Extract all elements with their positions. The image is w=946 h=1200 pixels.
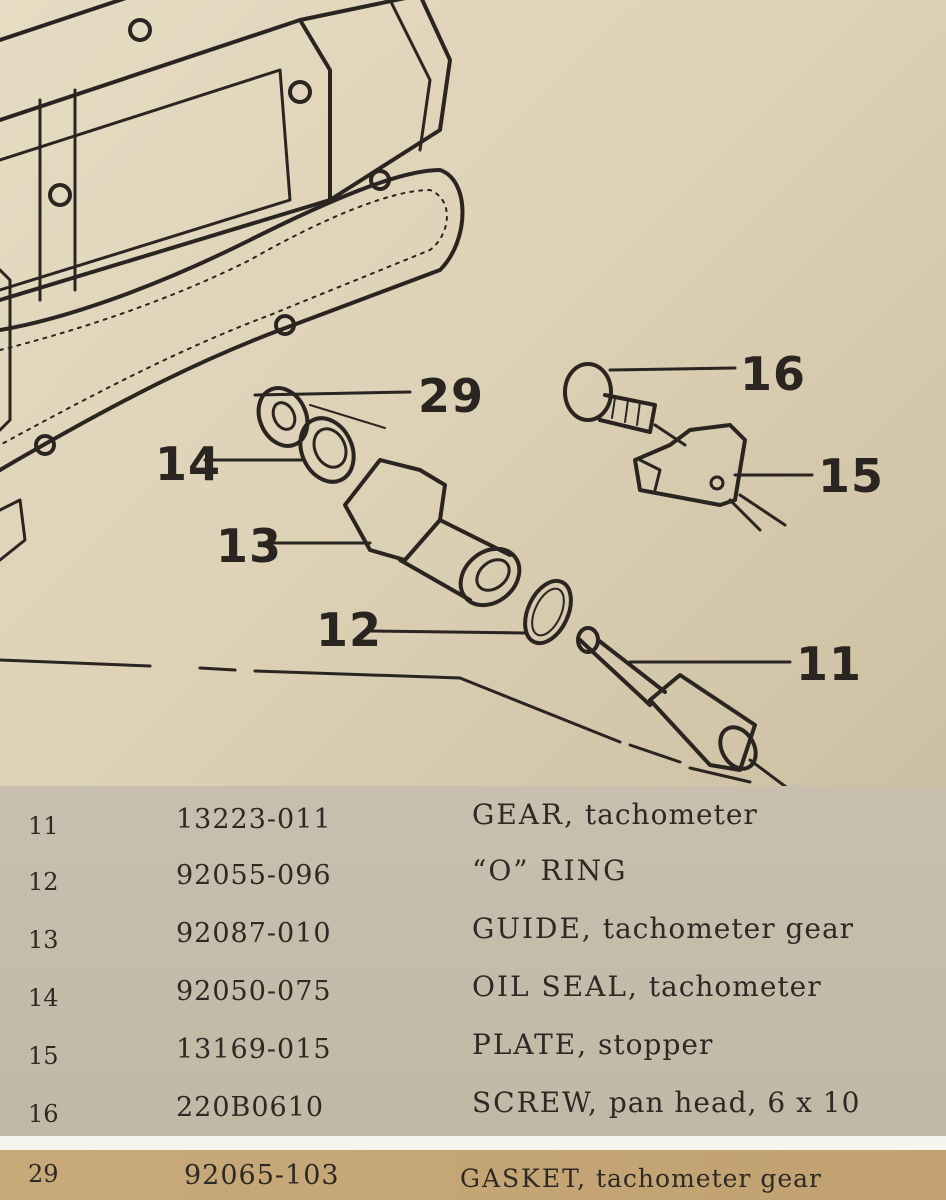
screw-16-drawing <box>563 362 687 447</box>
part-name: GUIDE, <box>472 912 593 945</box>
oil-seal-14-drawing <box>298 416 356 484</box>
part-detail: tachometer <box>584 798 758 831</box>
callout-11: 11 <box>796 637 862 691</box>
ref-number: 13 <box>28 926 59 954</box>
callout-13: 13 <box>216 519 282 573</box>
part-name: PLATE, <box>472 1028 589 1061</box>
table-row: 13 92087-010 GUIDE, tachometer gear <box>0 912 946 968</box>
part-description: GASKET, tachometer gear <box>460 1164 822 1193</box>
ref-number: 15 <box>28 1042 59 1070</box>
ref-number: 12 <box>28 868 59 896</box>
callout-12: 12 <box>316 603 382 657</box>
table-row: 29 92065-103 GASKET, tachometer gear <box>0 1150 946 1200</box>
guide-13-drawing <box>343 458 522 608</box>
gear-11-drawing <box>576 626 792 790</box>
part-detail: tachometer <box>648 970 822 1003</box>
parts-list-table: 11 13223-011 GEAR, tachometer 12 92055-0… <box>0 786 946 1136</box>
ref-number: 29 <box>28 1160 59 1188</box>
part-number: 92087-010 <box>176 918 332 949</box>
additional-part-table: 29 92065-103 GASKET, tachometer gear <box>0 1150 946 1200</box>
o-ring-12-drawing <box>523 578 573 646</box>
part-description: GUIDE, tachometer gear <box>472 912 854 945</box>
table-row: 14 92050-075 OIL SEAL, tachometer <box>0 970 946 1026</box>
ref-number: 16 <box>28 1100 59 1128</box>
part-detail: pan head, 6 x 10 <box>608 1086 861 1119</box>
part-name: GEAR, <box>472 798 576 831</box>
part-number: 92055-096 <box>176 860 332 891</box>
part-detail: tachometer gear <box>595 1164 822 1193</box>
part-description: GEAR, tachometer <box>472 798 758 831</box>
plate-15-drawing <box>633 423 787 532</box>
table-row: 12 92055-096 “O” RING <box>0 854 946 910</box>
exploded-parts-diagram: 16 29 14 15 13 12 11 <box>0 0 884 790</box>
section-divider <box>0 1136 946 1150</box>
part-name: OIL SEAL, <box>472 970 639 1003</box>
part-description: OIL SEAL, tachometer <box>472 970 822 1003</box>
part-number: 92050-075 <box>176 976 332 1007</box>
part-detail: stopper <box>598 1028 714 1061</box>
part-number: 13169-015 <box>176 1034 332 1065</box>
ref-number: 14 <box>28 984 59 1012</box>
callout-29: 29 <box>418 369 484 423</box>
callout-14: 14 <box>155 437 221 491</box>
callout-15: 15 <box>818 449 884 503</box>
callout-16: 16 <box>740 347 806 401</box>
ref-number: 11 <box>28 812 59 840</box>
part-description: “O” RING <box>472 854 628 887</box>
part-detail: tachometer gear <box>602 912 855 945</box>
part-name: SCREW, <box>472 1086 599 1119</box>
part-number: 92065-103 <box>184 1160 340 1191</box>
engine-case-drawing <box>0 0 465 562</box>
part-description: PLATE, stopper <box>472 1028 713 1061</box>
table-row: 15 13169-015 PLATE, stopper <box>0 1028 946 1084</box>
part-number: 220B0610 <box>176 1092 325 1123</box>
part-description: SCREW, pan head, 6 x 10 <box>472 1086 860 1119</box>
table-row: 16 220B0610 SCREW, pan head, 6 x 10 <box>0 1086 946 1142</box>
table-row: 11 13223-011 GEAR, tachometer <box>0 798 946 854</box>
part-name: GASKET, <box>460 1164 588 1193</box>
part-number: 13223-011 <box>176 804 332 835</box>
part-name: “O” RING <box>472 854 628 887</box>
gasket-29-drawing <box>256 386 310 448</box>
